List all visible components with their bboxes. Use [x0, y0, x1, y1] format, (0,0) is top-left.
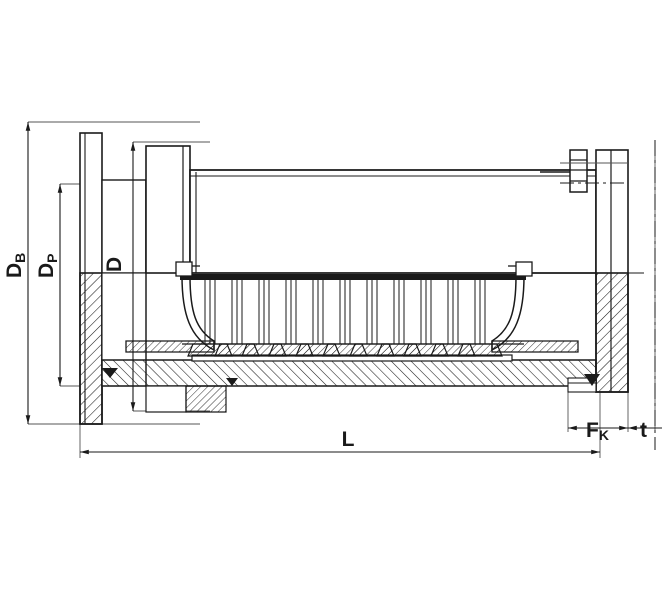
dimension-dp-label: DP — [35, 253, 60, 278]
dimension-l-label: L — [342, 428, 355, 451]
dimension-db-label: DB — [3, 253, 28, 278]
left-flange — [79, 132, 103, 425]
dimension-db: DB — [3, 122, 31, 424]
casing-shell — [189, 169, 597, 274]
drawing-body: DB DP D L FK t — [3, 121, 662, 458]
dimension-t: t — [628, 419, 662, 442]
stud-bolt — [540, 149, 628, 193]
right-weld-detail — [567, 374, 600, 393]
dimension-l: L — [80, 428, 600, 455]
shroud-right — [491, 275, 579, 353]
shroud-top-rail — [180, 274, 526, 280]
left-hub — [101, 179, 147, 387]
dimension-d: D — [103, 142, 136, 411]
dimension-fk: FK — [568, 419, 628, 443]
centerline-brackets — [175, 261, 533, 277]
dimension-t-label: t — [640, 419, 647, 442]
dimension-fk-label: FK — [586, 419, 609, 443]
left-nozzle-block — [102, 368, 238, 413]
base-plate — [101, 354, 597, 387]
right-flange — [595, 149, 629, 393]
rib-array — [182, 279, 524, 357]
inlet-collar — [145, 145, 191, 274]
dimension-d-label: D — [103, 257, 126, 272]
dimension-dp: DP — [35, 184, 63, 386]
